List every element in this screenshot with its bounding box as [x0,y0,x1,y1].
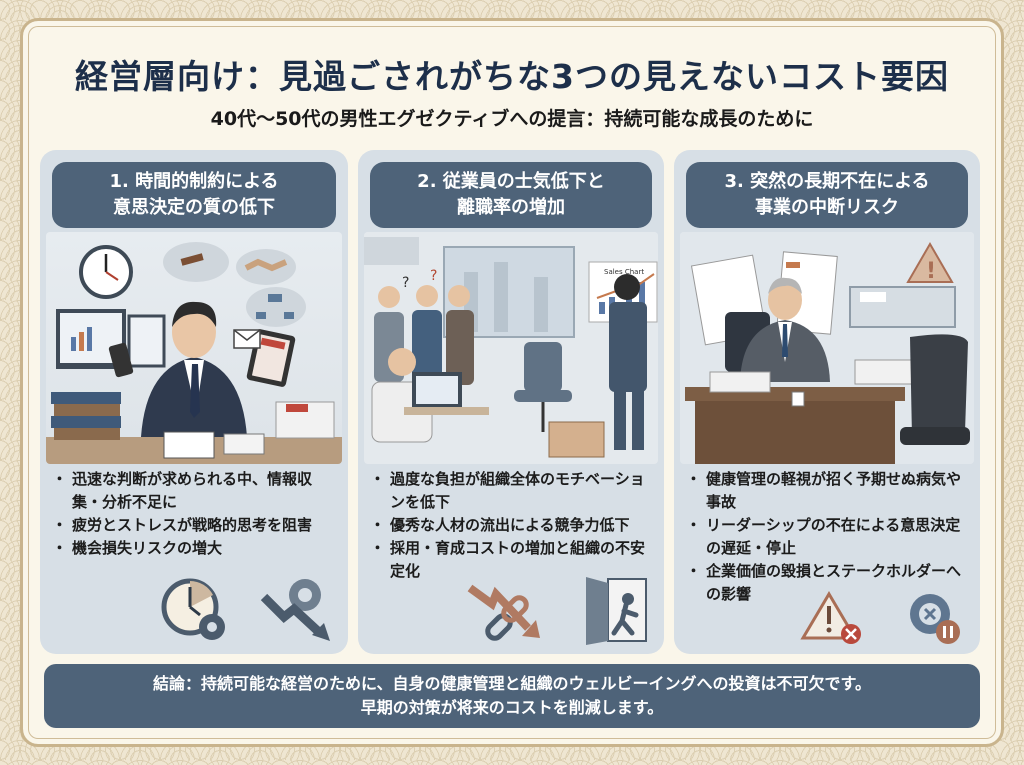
panel-time-constraint: 1. 時間的制約による 意思決定の質の低下 [40,150,348,654]
panel-heading: 3. 突然の長期不在による 事業の中断リスク [686,162,968,228]
conclusion-line-1: 結論：持続可能な経営のために、自身の健康管理と組織のウェルビーイングへの投資は不… [153,674,871,693]
clock-gear-icon [160,575,230,649]
heading-line-1: 3. 突然の長期不在による [724,171,930,192]
broken-chain-declining-arrow-icon [466,580,556,654]
page-title: 経営層向け：見過ごされがちな3つの見えないコスト要因 [75,57,949,96]
warning-cross-icon [799,590,869,649]
illustration-executive-absence: ! [680,232,974,464]
gear-pause-icon [902,588,968,652]
heading-line-1: 1. 時間的制約による [109,171,279,192]
bullet-item: 採用・育成コストの増加と組織の不安定化 [370,537,654,583]
panel-employee-morale: 2. 従業員の士気低下と 離職率の増加 Sales Chart [358,150,664,654]
svg-text:!: ! [926,259,936,284]
svg-text:Sales Chart: Sales Chart [604,268,644,276]
page-subtitle: 40代～50代の男性エグゼクティブへの提言：持続可能な成長のために [210,108,814,130]
bullet-item: 優秀な人材の流出による競争力低下 [370,514,654,537]
illustration-stressed-executive [46,232,342,464]
person-exiting-door-icon [580,575,650,649]
heading-line-2: 事業の中断リスク [755,197,899,218]
bullet-item: 企業価値の毀損とステークホルダーへの影響 [686,560,970,606]
bullet-item: 機会損失リスクの増大 [52,537,338,560]
bullet-item: 疲労とストレスが戦略的思考を阻害 [52,514,338,537]
panel-heading: 1. 時間的制約による 意思決定の質の低下 [52,162,336,228]
panel-heading: 2. 従業員の士気低下と 離職率の増加 [370,162,652,228]
bullet-item: リーダーシップの不在による意思決定の遅延・停止 [686,514,970,560]
bullet-item: 過度な負担が組織全体のモチベーションを低下 [370,468,654,514]
wall-clock-icon [79,245,133,299]
svg-text:?: ? [430,268,437,284]
heading-line-2: 離職率の増加 [457,197,565,218]
bullet-list: 健康管理の軽視が招く予期せぬ病気や事故 リーダーシップの不在による意思決定の遅延… [686,468,970,606]
illustration-office-employees: Sales Chart ? ? [364,232,658,464]
broken-gear-declining-arrow-icon [260,575,340,649]
conclusion-line-2: 早期の対策が将来のコストを削減します。 [360,698,664,717]
bullet-item: 迅速な判断が求められる中、情報収集・分析不足に [52,468,338,514]
panel-business-interruption: 3. 突然の長期不在による 事業の中断リスク ! [674,150,980,654]
bullet-list: 迅速な判断が求められる中、情報収集・分析不足に 疲労とストレスが戦略的思考を阻害… [52,468,338,560]
bullet-list: 過度な負担が組織全体のモチベーションを低下 優秀な人材の流出による競争力低下 採… [370,468,654,583]
heading-line-2: 意思決定の質の低下 [113,197,275,218]
conclusion-banner: 結論：持続可能な経営のために、自身の健康管理と組織のウェルビーイングへの投資は不… [44,664,980,728]
bullet-item: 健康管理の軽視が招く予期せぬ病気や事故 [686,468,970,514]
svg-text:?: ? [402,275,409,291]
heading-line-1: 2. 従業員の士気低下と [417,171,605,192]
